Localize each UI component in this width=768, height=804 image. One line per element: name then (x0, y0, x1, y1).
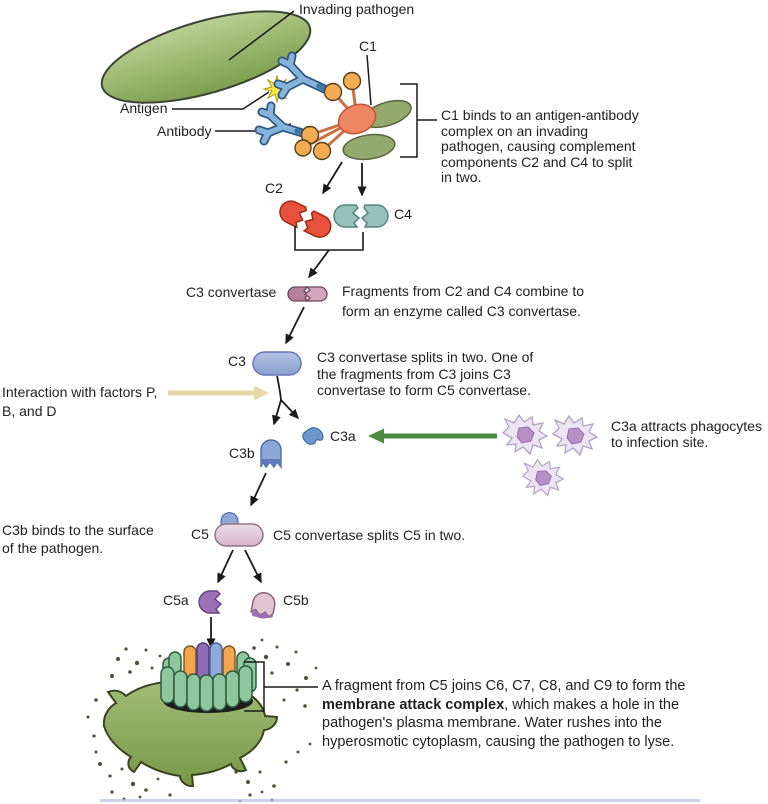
c5a-fragment (198, 590, 223, 614)
label-c5b: C5b (283, 592, 309, 608)
debris-dots (86, 638, 318, 803)
c1q-lobe-lower (342, 133, 396, 161)
membrane-attack-complex (160, 642, 257, 713)
c1-complex (254, 51, 412, 161)
c5-molecule (214, 512, 264, 547)
c3-molecule (252, 351, 302, 376)
arrow-to-c5a (217, 549, 234, 584)
antigen-leader (172, 91, 270, 110)
c5b-fragment (250, 592, 276, 619)
annotation-c3a-attracts: C3a attracts phagocytes to infection sit… (611, 418, 762, 450)
c3-split-stem (276, 375, 282, 401)
antibody-upper-icon (273, 51, 336, 100)
annotation-c3-splits: C3 convertase splits in two. One of the … (317, 349, 534, 398)
arrow-to-c5 (250, 472, 267, 507)
phagocytes (501, 413, 599, 497)
arrow-to-c3a (280, 399, 300, 420)
c3b-fragment (260, 439, 282, 469)
mac-text-prefix: A fragment from C5 joins C6, C7, C8, and… (322, 678, 686, 694)
invading-pathogen-leader (228, 10, 295, 61)
arrow-to-c3b (272, 399, 282, 426)
mac-bracket (244, 661, 318, 712)
annotation-fragments-combine: Fragments from C2 and C4 combine to form… (342, 283, 584, 319)
bottom-rule (100, 799, 700, 802)
c1-leader (366, 54, 372, 106)
annotation-c1-binds: C1 binds to an antigen-antibody complex … (441, 107, 639, 185)
label-c1: C1 (359, 38, 377, 54)
annotation-c3b-binds: C3b binds to the surface of the pathogen… (2, 522, 154, 556)
label-c3: C3 (228, 353, 246, 369)
label-c3a: C3a (330, 428, 356, 444)
phagocyte-cell (521, 458, 565, 497)
annotation-interaction-factors: Interaction with factors P, B, and D (2, 384, 158, 419)
arrow-to-c3convertase (308, 249, 330, 279)
c4-molecule (333, 204, 389, 228)
label-c4: C4 (394, 206, 412, 222)
mac-text-suffix: , which makes a hole in the pathogen's p… (322, 696, 680, 750)
label-antigen: Antigen (120, 100, 168, 116)
c1-balls (294, 71, 362, 161)
label-c3-convertase: C3 convertase (186, 284, 277, 300)
factor-arrow (168, 385, 269, 401)
phagocyte-arrow (368, 428, 497, 444)
annotation-c5-splits: C5 convertase splits C5 in two. (273, 527, 466, 543)
c3a-fragment (302, 427, 324, 445)
annotation-membrane-attack-complex: A fragment from C5 joins C6, C7, C8, and… (322, 677, 712, 751)
c1-core (337, 103, 377, 135)
mac-text-bold: membrane attack complex (322, 696, 505, 713)
label-c3b: C3b (229, 445, 255, 461)
c1-bracket (400, 83, 437, 158)
phagocyte-cell (501, 413, 549, 456)
phagocyte-cell (551, 414, 599, 457)
arrow-to-c5b (244, 549, 262, 584)
c2-molecule (279, 200, 332, 238)
label-c5: C5 (191, 526, 209, 542)
label-c5a: C5a (163, 592, 189, 608)
label-invading-pathogen: Invading pathogen (299, 1, 415, 17)
c3-convertase-molecule (287, 286, 328, 302)
arrow-to-c3 (285, 306, 305, 345)
arrow-to-c2 (322, 161, 343, 195)
top-pathogen (100, 10, 312, 104)
label-antibody: Antibody (157, 123, 212, 139)
label-c2: C2 (265, 180, 283, 196)
